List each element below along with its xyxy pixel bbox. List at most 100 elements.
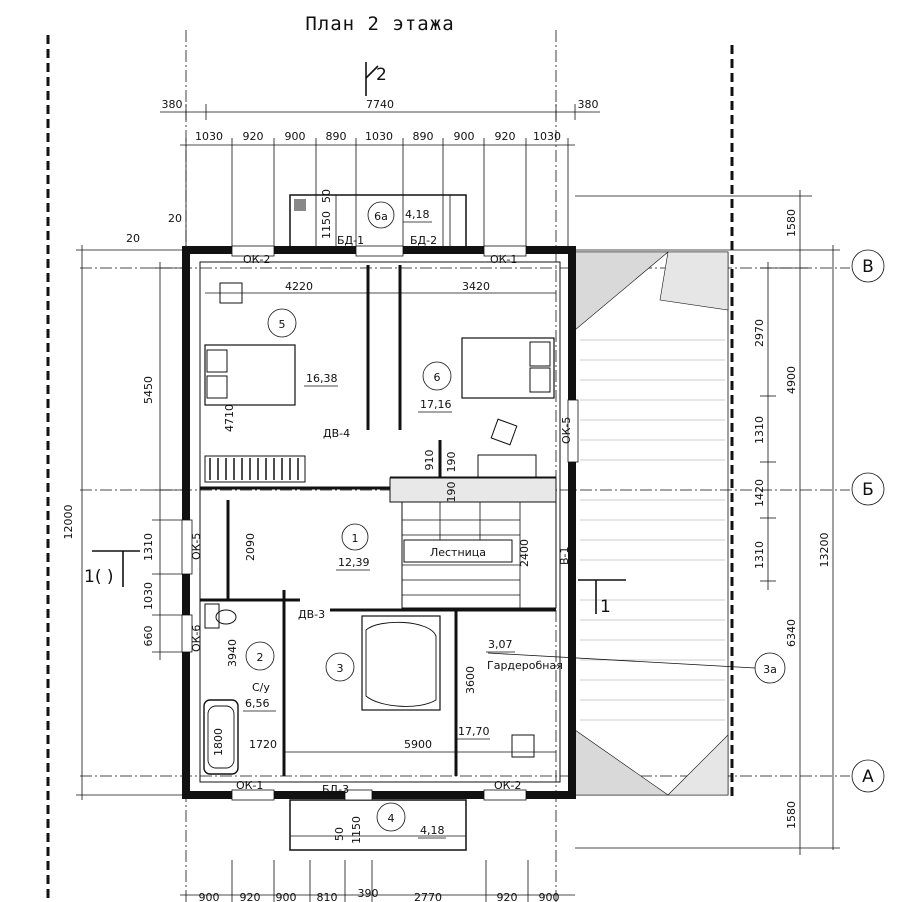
room-3a: 3,07 Гардеробная 3а xyxy=(486,638,786,684)
svg-text:1030: 1030 xyxy=(533,130,561,143)
svg-text:20: 20 xyxy=(168,212,182,225)
svg-text:920: 920 xyxy=(243,130,264,143)
svg-text:ОК-5: ОК-5 xyxy=(560,417,573,444)
svg-text:1580: 1580 xyxy=(785,801,798,829)
svg-text:3,07: 3,07 xyxy=(488,638,513,651)
right-dimensions: 1580 2970 4900 1310 1420 1310 6340 13200… xyxy=(575,190,840,855)
svg-text:5450: 5450 xyxy=(142,376,155,404)
svg-text:12000: 12000 xyxy=(62,505,75,540)
svg-text:2400: 2400 xyxy=(518,539,531,567)
svg-text:ОК-2: ОК-2 xyxy=(494,779,521,792)
svg-text:900: 900 xyxy=(454,130,475,143)
svg-text:50: 50 xyxy=(320,189,333,203)
svg-text:17,16: 17,16 xyxy=(420,398,452,411)
room-2: 2 С/у 6,56 xyxy=(243,641,276,712)
svg-text:1030: 1030 xyxy=(365,130,393,143)
axis-bubble-b: Б xyxy=(851,472,885,506)
svg-text:В-1: В-1 xyxy=(558,546,571,565)
roof-hatch xyxy=(574,251,729,796)
balcony-bottom: 4 4,18 xyxy=(289,799,467,851)
svg-text:13200: 13200 xyxy=(818,533,831,568)
svg-text:900: 900 xyxy=(276,891,297,902)
svg-text:6340: 6340 xyxy=(785,619,798,647)
svg-text:1150: 1150 xyxy=(350,816,363,844)
svg-text:3940: 3940 xyxy=(226,639,239,667)
bed-room5 xyxy=(204,344,296,406)
svg-text:910: 910 xyxy=(423,450,436,471)
svg-text:С/у: С/у xyxy=(252,681,270,694)
axis-bubble-v: В xyxy=(851,249,885,283)
svg-text:1420: 1420 xyxy=(753,479,766,507)
svg-text:900: 900 xyxy=(539,891,560,902)
section-mark-1-left: 1( ) xyxy=(84,550,140,587)
svg-text:6: 6 xyxy=(434,371,441,384)
desk-room6 xyxy=(477,418,537,478)
svg-text:890: 890 xyxy=(413,130,434,143)
stair-label: Лестница xyxy=(430,546,486,559)
chair-room3 xyxy=(511,734,535,758)
svg-text:20: 20 xyxy=(126,232,140,245)
svg-text:1030: 1030 xyxy=(142,582,155,610)
svg-text:1030: 1030 xyxy=(195,130,223,143)
svg-text:900: 900 xyxy=(285,130,306,143)
bed-room3 xyxy=(361,615,441,711)
svg-text:2770: 2770 xyxy=(414,891,442,902)
svg-text:380: 380 xyxy=(578,98,599,111)
room-6: 6 17,16 xyxy=(418,361,452,413)
svg-text:2970: 2970 xyxy=(753,319,766,347)
toilet xyxy=(204,603,237,629)
bed-room6 xyxy=(461,337,555,399)
svg-text:1800: 1800 xyxy=(212,728,225,756)
svg-text:17,70: 17,70 xyxy=(458,725,490,738)
svg-text:БД-3: БД-3 xyxy=(322,783,349,796)
section-mark-1-right: 1 xyxy=(578,579,626,617)
wardrobe-room5 xyxy=(204,455,306,483)
svg-text:1580: 1580 xyxy=(785,209,798,237)
room-3: 3 17,70 xyxy=(325,652,490,740)
svg-text:12,39: 12,39 xyxy=(338,556,370,569)
svg-text:1150: 1150 xyxy=(320,211,333,239)
svg-text:БД-1: БД-1 xyxy=(337,234,364,247)
svg-text:5900: 5900 xyxy=(404,738,432,751)
svg-text:ОК-2: ОК-2 xyxy=(243,253,270,266)
exterior-walls xyxy=(182,246,576,799)
svg-text:380: 380 xyxy=(162,98,183,111)
svg-text:920: 920 xyxy=(497,891,518,902)
section-mark-2-label: 2 xyxy=(376,65,387,85)
room-5: 5 16,38 xyxy=(267,308,338,387)
svg-text:2090: 2090 xyxy=(244,533,257,561)
svg-text:4900: 4900 xyxy=(785,366,798,394)
svg-text:4,18: 4,18 xyxy=(420,824,445,837)
svg-text:660: 660 xyxy=(142,626,155,647)
svg-text:1( ): 1( ) xyxy=(84,567,113,587)
svg-text:920: 920 xyxy=(240,891,261,902)
bathtub xyxy=(203,699,239,775)
svg-text:50: 50 xyxy=(333,827,346,841)
svg-text:5: 5 xyxy=(279,318,286,331)
stair: Лестница xyxy=(389,477,557,609)
svg-text:4,18: 4,18 xyxy=(405,208,430,221)
svg-text:900: 900 xyxy=(199,891,220,902)
svg-text:1: 1 xyxy=(352,532,359,545)
svg-text:4220: 4220 xyxy=(285,280,313,293)
svg-text:1310: 1310 xyxy=(142,533,155,561)
svg-text:920: 920 xyxy=(495,130,516,143)
svg-text:Б: Б xyxy=(862,480,874,500)
svg-text:2: 2 xyxy=(257,651,264,664)
svg-text:3600: 3600 xyxy=(464,666,477,694)
top-chain-dimensions: 1030 920 900 890 1030 890 900 920 1030 xyxy=(180,130,575,250)
svg-text:1: 1 xyxy=(600,597,611,617)
svg-text:ДВ-4: ДВ-4 xyxy=(323,427,350,440)
svg-text:Гардеробная: Гардеробная xyxy=(487,659,563,672)
bottom-chain-dimensions: 900 920 900 810 390 2770 920 900 xyxy=(180,860,575,902)
svg-text:1720: 1720 xyxy=(249,738,277,751)
svg-text:ОК-5: ОК-5 xyxy=(190,533,203,560)
svg-text:3а: 3а xyxy=(763,663,777,676)
plan-title: План 2 этажа xyxy=(305,13,454,35)
svg-text:390: 390 xyxy=(358,887,379,900)
svg-text:ДВ-3: ДВ-3 xyxy=(298,608,325,621)
svg-text:3420: 3420 xyxy=(462,280,490,293)
svg-text:190: 190 xyxy=(445,452,458,473)
svg-text:3: 3 xyxy=(337,662,344,675)
